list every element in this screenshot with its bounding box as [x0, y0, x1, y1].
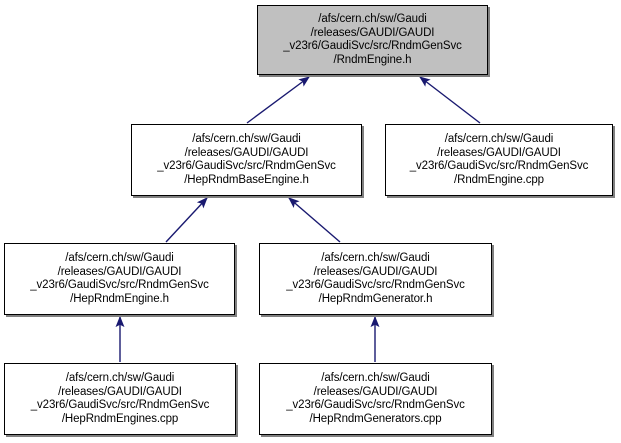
node-rndm-engine-h[interactable]: /afs/cern.ch/sw/Gaudi /releases/GAUDI/GA… — [257, 5, 488, 75]
edge-hep-rndm-engine-h-to-hep-rndm-base-engine-h — [165, 197, 208, 243]
edge-rndm-engine-cpp-to-rndm-engine-h — [419, 76, 481, 124]
node-hep-rndm-generators-cpp[interactable]: /afs/cern.ch/sw/Gaudi /releases/GAUDI/GA… — [259, 363, 492, 435]
edge-hep-rndm-generator-h-to-hep-rndm-base-engine-h — [288, 197, 341, 243]
node-label: /afs/cern.ch/sw/Gaudi /releases/GAUDI/GA… — [409, 133, 589, 186]
node-label: /afs/cern.ch/sw/Gaudi /releases/GAUDI/GA… — [283, 13, 462, 66]
edges-group — [115, 76, 481, 362]
node-rndm-engine-cpp[interactable]: /afs/cern.ch/sw/Gaudi /releases/GAUDI/GA… — [385, 124, 613, 196]
node-hep-rndm-generator-h[interactable]: /afs/cern.ch/sw/Gaudi /releases/GAUDI/GA… — [259, 243, 492, 315]
node-hep-rndm-engine-h[interactable]: /afs/cern.ch/sw/Gaudi /releases/GAUDI/GA… — [4, 243, 235, 315]
node-hep-rndm-engines-cpp[interactable]: /afs/cern.ch/sw/Gaudi /releases/GAUDI/GA… — [4, 363, 236, 435]
node-label: /afs/cern.ch/sw/Gaudi /releases/GAUDI/GA… — [30, 252, 209, 305]
node-label: /afs/cern.ch/sw/Gaudi /releases/GAUDI/GA… — [30, 372, 210, 425]
node-label: /afs/cern.ch/sw/Gaudi /releases/GAUDI/GA… — [286, 252, 465, 305]
node-label: /afs/cern.ch/sw/Gaudi /releases/GAUDI/GA… — [157, 133, 336, 186]
node-label: /afs/cern.ch/sw/Gaudi /releases/GAUDI/GA… — [286, 372, 465, 425]
edge-hep-rndm-base-engine-h-to-rndm-engine-h — [246, 76, 310, 124]
node-hep-rndm-base-engine-h[interactable]: /afs/cern.ch/sw/Gaudi /releases/GAUDI/GA… — [131, 124, 362, 196]
